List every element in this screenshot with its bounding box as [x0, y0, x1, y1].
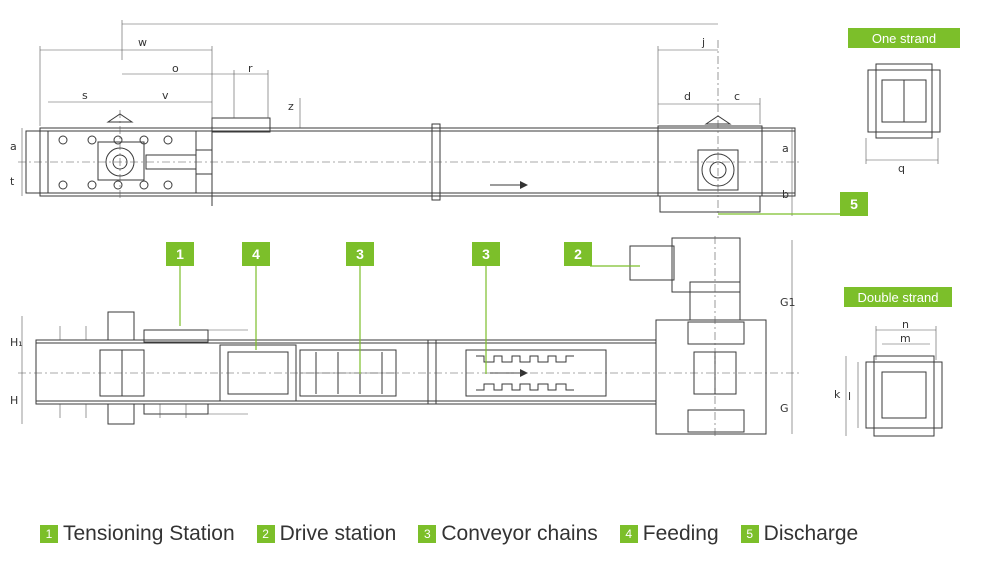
- legend: 1 Tensioning Station 2 Drive station 3 C…: [40, 520, 880, 548]
- legend-num: 3: [418, 525, 437, 543]
- callout-4: 4: [252, 246, 260, 262]
- dim-h: H: [10, 394, 18, 407]
- dim-g1: G1: [780, 296, 796, 309]
- dim-b: b: [782, 188, 789, 201]
- dim-a-left: a: [10, 140, 17, 153]
- dim-z: z: [288, 100, 294, 113]
- legend-item-tensioning: 1 Tensioning Station: [40, 522, 235, 546]
- dim-l: l: [848, 390, 851, 403]
- one-strand-label: One strand: [872, 31, 936, 46]
- callouts: 1 4 3 3 2 5: [166, 192, 868, 374]
- callout-2: 2: [574, 246, 582, 262]
- callout-3a: 3: [356, 246, 364, 262]
- dim-a-right: a: [782, 142, 789, 155]
- legend-item-chains: 3 Conveyor chains: [418, 522, 598, 546]
- dim-t: t: [10, 175, 15, 188]
- legend-num: 5: [740, 525, 759, 543]
- dim-r: r: [248, 62, 253, 75]
- dim-d: d: [684, 90, 691, 103]
- legend-label: Conveyor chains: [441, 522, 598, 545]
- dim-w: w: [138, 36, 147, 49]
- callout-5: 5: [850, 196, 858, 212]
- dim-v: v: [162, 89, 169, 102]
- dim-j: j: [701, 36, 705, 49]
- dim-h1: H₁: [10, 336, 23, 349]
- tension-bolts: [58, 135, 173, 190]
- legend-num: 2: [256, 525, 275, 543]
- callout-3b: 3: [482, 246, 490, 262]
- dim-m: m: [900, 332, 911, 345]
- dim-s: s: [82, 89, 88, 102]
- double-strand-section: Double strand n m k l: [834, 287, 952, 437]
- callout-1: 1: [176, 246, 184, 262]
- legend-item-feeding: 4 Feeding: [619, 522, 719, 546]
- dim-o: o: [172, 62, 179, 75]
- legend-label: Drive station: [279, 522, 397, 545]
- legend-item-drive: 2 Drive station: [256, 522, 397, 546]
- legend-label: Tensioning Station: [63, 522, 235, 545]
- legend-num: 1: [40, 525, 58, 543]
- dim-g: G: [780, 402, 789, 415]
- legend-label: Feeding: [642, 522, 719, 545]
- dim-q: q: [898, 162, 905, 175]
- side-elevation: w o r s v z j d c a t a b: [10, 20, 800, 218]
- legend-item-discharge: 5 Discharge: [740, 522, 859, 546]
- legend-label: Discharge: [763, 522, 859, 545]
- double-strand-label: Double strand: [858, 290, 939, 305]
- one-strand-section: One strand q: [848, 28, 960, 175]
- legend-num: 4: [619, 525, 638, 543]
- dim-k: k: [834, 388, 841, 401]
- dim-n: n: [902, 318, 909, 331]
- plan-view: H₁ H G1 G: [10, 236, 800, 436]
- dim-c: c: [734, 90, 740, 103]
